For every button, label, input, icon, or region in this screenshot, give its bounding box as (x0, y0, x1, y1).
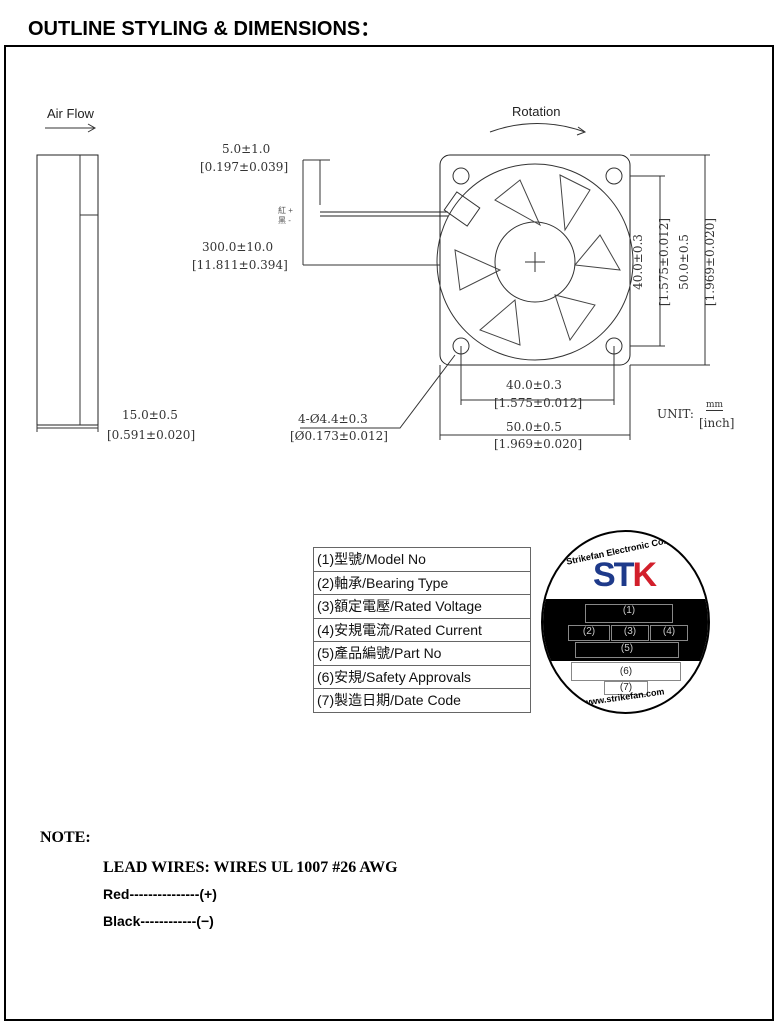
size-v-in: [1.969±0.020] (703, 217, 718, 307)
red-mark: 紅 + (278, 206, 293, 215)
mount-holes (452, 167, 623, 355)
rotation-arrow-icon (489, 123, 586, 133)
red-wire-note: Red---------------(+) (103, 886, 217, 902)
field-4: (4) (650, 625, 688, 641)
legend-item: (1)型號/Model No (314, 548, 530, 572)
wire-strip-in: [0.197±0.039] (200, 160, 289, 174)
pitch-v-mm: 40.0±0.3 (630, 234, 645, 290)
size-h-in: [1.969±0.020] (494, 437, 583, 451)
thickness-in: [0.591±0.020] (107, 428, 196, 442)
wire-strip-mm: 5.0±1.0 (222, 142, 271, 156)
airflow-arrow-icon (45, 123, 97, 133)
legend-item: (5)產品編號/Part No (314, 642, 530, 666)
pitch-h-in: [1.575±0.012] (494, 396, 583, 410)
drawing-frame (4, 45, 774, 1021)
black-mark: 黑 - (278, 216, 291, 225)
unit-in: [inch] (699, 416, 735, 430)
lead-length-mm: 300.0±10.0 (202, 240, 274, 254)
legend-item: (2)軸承/Bearing Type (314, 572, 530, 595)
pitch-h-mm: 40.0±0.3 (506, 378, 562, 392)
note-heading: NOTE: (40, 829, 91, 846)
stk-logo: STK (593, 556, 657, 594)
legend-item: (4)安規電流/Rated Current (314, 619, 530, 642)
size-v-mm: 50.0±0.5 (676, 234, 691, 290)
hole-in: [Ø0.173±0.012] (290, 429, 388, 443)
field-6: (6) (571, 662, 681, 681)
size-h-mm: 50.0±0.5 (506, 420, 562, 434)
field-5: (5) (575, 642, 679, 658)
rotation-label: Rotation (512, 104, 561, 119)
lead-wires-note: LEAD WIRES: WIRES UL 1007 #26 AWG (103, 859, 398, 876)
legend-item: (7)製造日期/Date Code (317, 692, 461, 708)
thickness-mm: 15.0±0.5 (122, 408, 178, 422)
field-7: (7) (604, 681, 648, 695)
airflow-label: Air Flow (47, 106, 94, 121)
unit-mm: mm (706, 400, 724, 411)
field-1: (1) (585, 604, 673, 623)
legend-item: (6)安規/Safety Approvals (314, 666, 530, 689)
pitch-v-in: [1.575±0.012] (657, 217, 672, 307)
field-2: (2) (568, 625, 610, 641)
label-legend: (1)型號/Model No (2)軸承/Bearing Type (3)額定電… (313, 547, 531, 713)
page-title: OUTLINE STYLING & DIMENSIONS： (28, 18, 381, 40)
fan-blades (454, 174, 621, 346)
fan-label-sticker: Strikefan Electronic Co., Ltd. STK (1) (… (541, 530, 710, 714)
field-3: (3) (611, 625, 649, 641)
hole-mm: 4-Ø4.4±0.3 (298, 412, 368, 426)
unit-label: UNIT: (657, 407, 694, 421)
lead-length-in: [11.811±0.394] (192, 258, 288, 272)
black-wire-note: Black------------(−) (103, 913, 214, 929)
legend-item: (3)額定電壓/Rated Voltage (314, 595, 530, 619)
